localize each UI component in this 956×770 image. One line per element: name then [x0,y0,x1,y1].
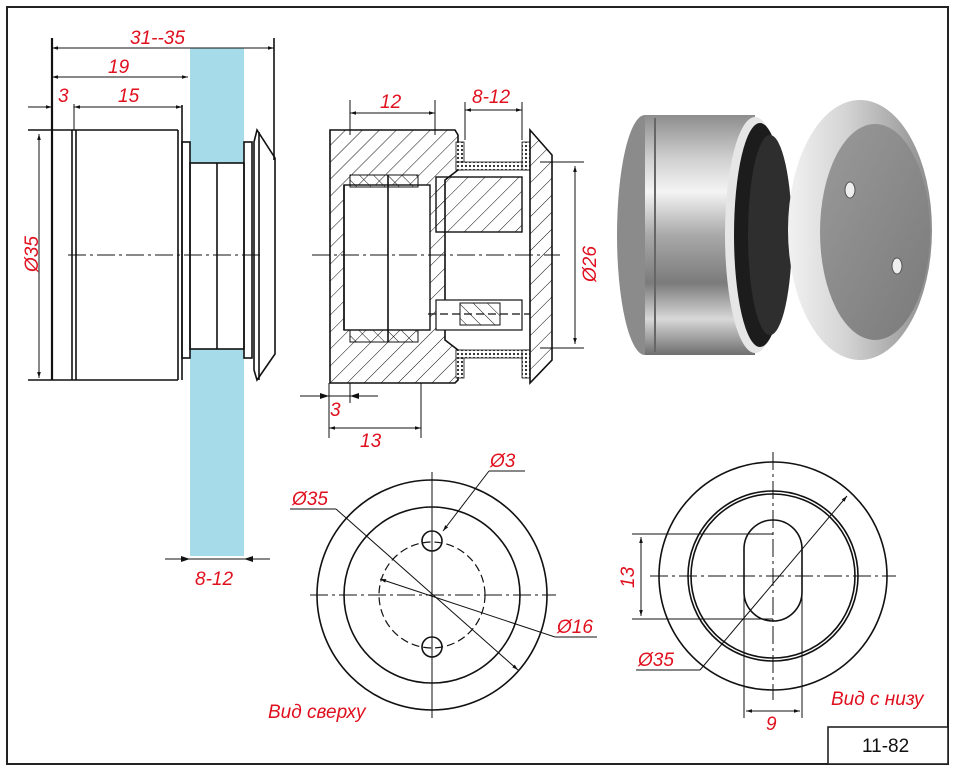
title-block [827,726,949,765]
side-view: 31--35 19 3 15 Ø35 8-12 [22,28,276,590]
dim-section-bottom-width: 13 [360,431,382,452]
dim-side-diameter: Ø35 [22,236,43,273]
bottom-view-caption: Вид с низу [831,689,925,710]
dim-section-top-width: 12 [380,92,402,113]
dim-bottom-outer-diameter: Ø35 [637,650,674,671]
dim-slot-length: 13 [618,566,639,588]
dim-glass-thickness: 8-12 [195,569,233,590]
sheet-frame [6,6,949,765]
dim-length-to-glass: 19 [108,57,130,78]
dim-overall-length: 31--35 [130,28,185,49]
dim-bolt-circle-diameter: Ø16 [556,617,593,638]
dim-section-lip: 3 [330,400,341,421]
section-view: 12 8-12 Ø26 3 13 [300,87,601,452]
dim-slot-width: 9 [766,714,777,735]
top-view-caption: Вид сверху [268,702,367,723]
drawing-code: 11-82 [862,736,909,757]
dim-section-glass-gap: 8-12 [472,87,510,108]
dim-body-length: 15 [118,86,140,107]
dim-hole-diameter: Ø3 [489,451,516,472]
top-view: Ø35 Ø3 Ø16 Вид сверху [268,451,597,723]
dim-flange-thickness: 3 [58,86,69,107]
product-render [617,100,932,360]
bottom-view: Ø35 13 9 Вид с низу [618,452,925,735]
dim-top-outer-diameter: Ø35 [291,489,328,510]
dim-section-diameter: Ø26 [580,246,601,283]
